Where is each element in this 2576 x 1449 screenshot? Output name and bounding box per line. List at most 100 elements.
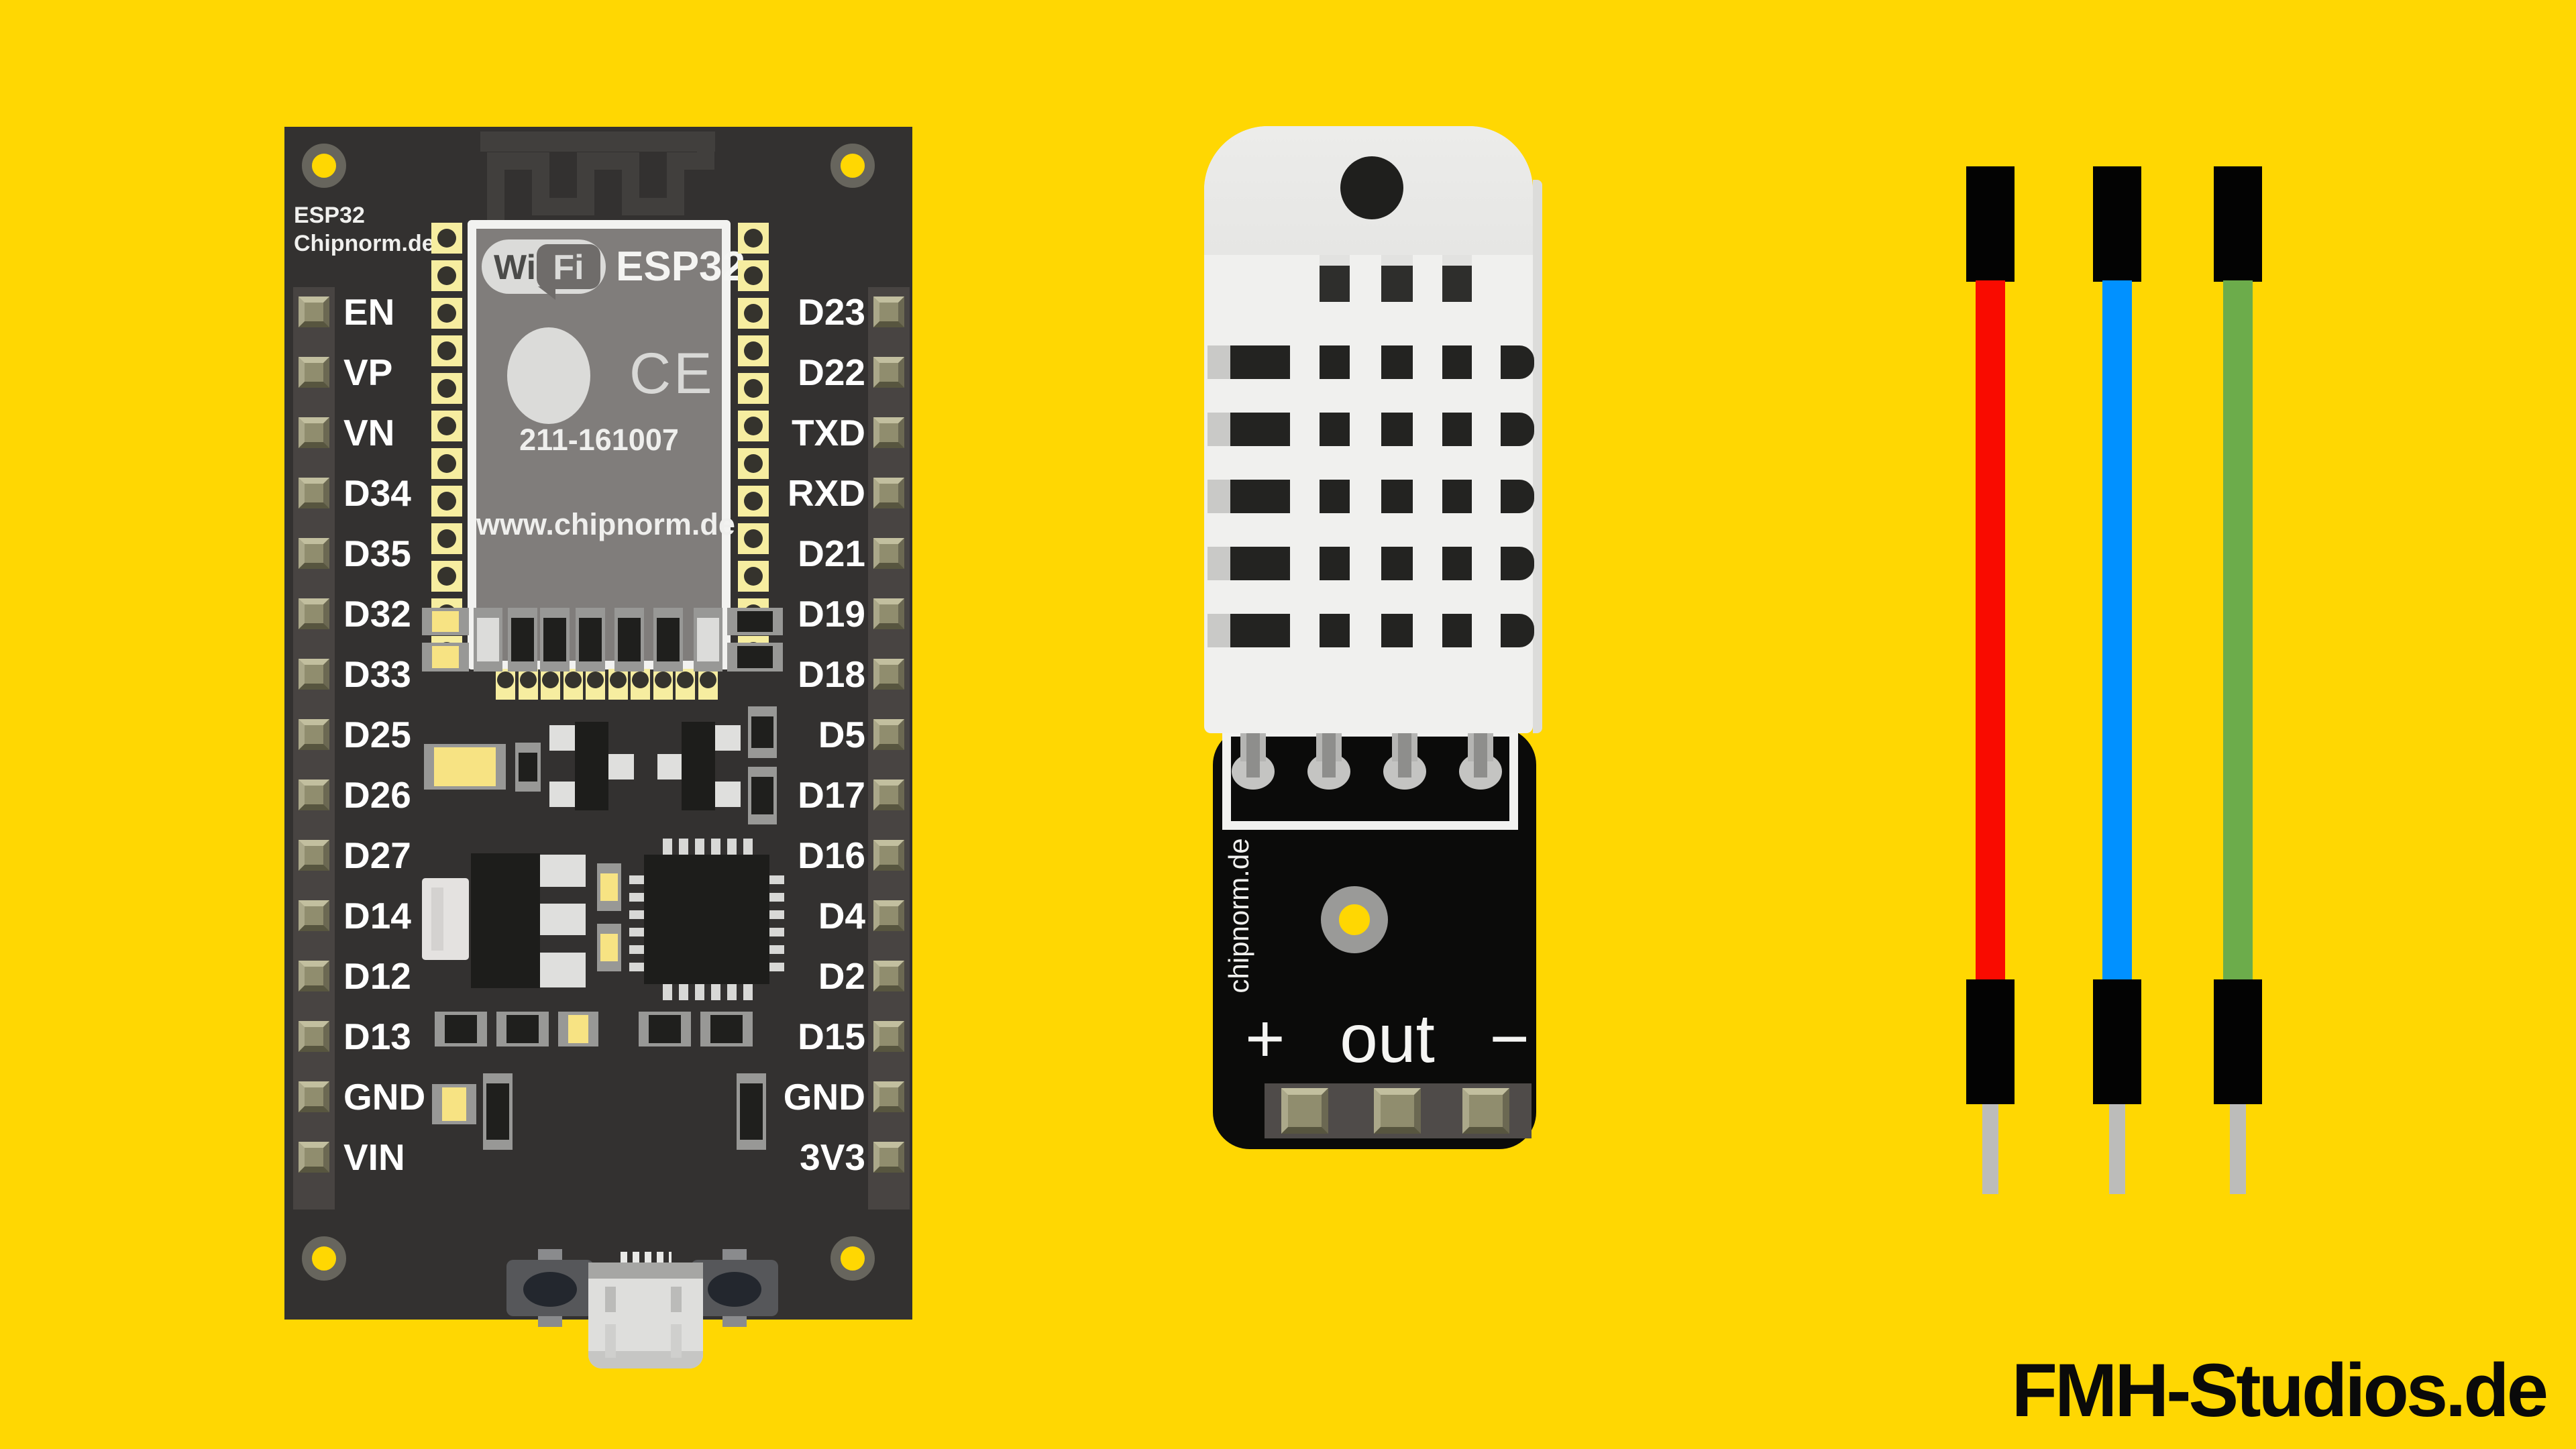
usb-hole-right (671, 1324, 682, 1358)
transistor-pad (715, 782, 741, 807)
en-button-cap[interactable] (708, 1272, 761, 1307)
smd-cap-yellow (422, 643, 469, 672)
boot-button-cap[interactable] (523, 1272, 577, 1307)
esp32-left-pad-D34-3 (299, 478, 329, 508)
castellation-pad (564, 669, 583, 700)
castellation-pad (431, 448, 462, 479)
castellation-hole (744, 454, 763, 473)
smd-cap (483, 1073, 513, 1150)
sensor-pin-inner-4 (1474, 728, 1487, 777)
sensor-solder-pad-minus (1462, 1088, 1509, 1134)
en-button-tab-top (722, 1249, 747, 1260)
grille-cell-r2c4 (1442, 413, 1472, 446)
esp32-left-pad-D26-8 (299, 780, 329, 810)
smd-cap (576, 608, 605, 672)
castellation-pad (738, 373, 769, 404)
board-silk-title: ESP32 Chipnorm.de (294, 201, 482, 258)
esp32-left-pad-D13-12 (299, 1021, 329, 1052)
esp32-right-pad-D21-4 (873, 538, 904, 569)
castellation-pad (496, 669, 515, 700)
component-body (432, 646, 459, 668)
grille-sliver (1208, 547, 1230, 580)
castellation-hole (437, 266, 456, 285)
castellation-hole (744, 229, 763, 248)
boot-button-tab-top (538, 1249, 562, 1260)
component-body (649, 1015, 681, 1043)
castellation-hole (437, 304, 456, 323)
component-body (751, 716, 773, 748)
mounting-hole-top-right (830, 144, 875, 188)
grille-cell-r3c4 (1442, 480, 1472, 513)
esp32-pin-label-D35: D35 (343, 533, 411, 574)
component-body (740, 1083, 763, 1140)
smd-cap-yellow-large (424, 744, 506, 790)
smd-connector-stripe (431, 888, 443, 951)
red jumper wire-top-connector (1966, 166, 2015, 282)
esp32-pin-label-D22: D22 (798, 352, 865, 393)
esp32-right-pad-D16-9 (873, 840, 904, 871)
component-body (600, 873, 618, 901)
smd-cap (540, 608, 570, 672)
transistor-pad (657, 754, 683, 780)
grille-cell-r4c5 (1501, 547, 1534, 580)
smd-cap-yellow (597, 863, 621, 911)
component-body (737, 646, 773, 668)
castellation-pad (738, 523, 769, 554)
grille-cell-r1c3 (1381, 345, 1413, 379)
castellation-hole (744, 492, 763, 511)
component-body (697, 618, 719, 661)
sensor-pin-labels: + out − (1245, 1000, 1529, 1077)
green jumper wire-pin (2230, 1104, 2246, 1194)
smd-cap (727, 608, 783, 635)
grille-sliver (1208, 413, 1230, 446)
castellation-pad (431, 411, 462, 441)
smd-cap (700, 1012, 753, 1046)
regulator-pad (540, 855, 586, 887)
grille-cell-r3c5 (1501, 480, 1534, 513)
esp32-left-pad-D14-10 (299, 900, 329, 931)
usb-slot-right (671, 1287, 682, 1312)
castellation-pad (431, 223, 462, 254)
component-body (710, 1015, 743, 1043)
castellation-pad (431, 335, 462, 366)
castellation-hole (744, 304, 763, 323)
castellation-pad (738, 411, 769, 441)
esp32-right-pad-D22-1 (873, 357, 904, 388)
transistor-pad (608, 754, 634, 780)
castellation-hole (610, 672, 627, 688)
component-body (506, 1015, 539, 1043)
esp32-right-pad-D15-12 (873, 1021, 904, 1052)
grille-cell-r5c2 (1320, 614, 1350, 647)
grille-window-1 (1320, 255, 1350, 302)
castellation-hole (700, 672, 716, 688)
castellation-pad (608, 669, 628, 700)
esp32-left-pad-D33-6 (299, 659, 329, 690)
sensor-side-shadow (1533, 180, 1542, 733)
castellation-pad (738, 298, 769, 329)
module-blob (507, 327, 590, 424)
transistor (575, 722, 608, 810)
smd-cap (727, 643, 783, 672)
grille-cell-r1c4 (1442, 345, 1472, 379)
esp32-right-pad-D18-6 (873, 659, 904, 690)
module-url: www.chipnorm.de (476, 507, 735, 541)
esp32-pin-label-D16: D16 (798, 835, 865, 876)
sensor-solder-pad-out (1374, 1088, 1421, 1134)
esp32-left-pad-D35-4 (299, 538, 329, 569)
wifi-antenna-trace (480, 131, 715, 225)
grille-cell-r4c3 (1381, 547, 1413, 580)
esp32-left-pad-VN-2 (299, 417, 329, 448)
esp32-pin-label-D14: D14 (343, 895, 411, 936)
esp32-pin-label-VP: VP (343, 352, 393, 393)
esp32-pin-label-D13: D13 (343, 1016, 411, 1057)
castellation-hole (437, 417, 456, 435)
module-name: ESP32 (616, 244, 746, 290)
esp32-pin-label-VN: VN (343, 412, 395, 453)
esp32-pin-label-D19: D19 (798, 593, 865, 635)
castellation-hole (744, 567, 763, 586)
component-body (579, 618, 602, 661)
esp32-right-pad-3V3-14 (873, 1142, 904, 1173)
esp32-right-pad-TXD-2 (873, 417, 904, 448)
mounting-hole-top-left (302, 144, 346, 188)
smd-cap-yellow (597, 924, 621, 971)
